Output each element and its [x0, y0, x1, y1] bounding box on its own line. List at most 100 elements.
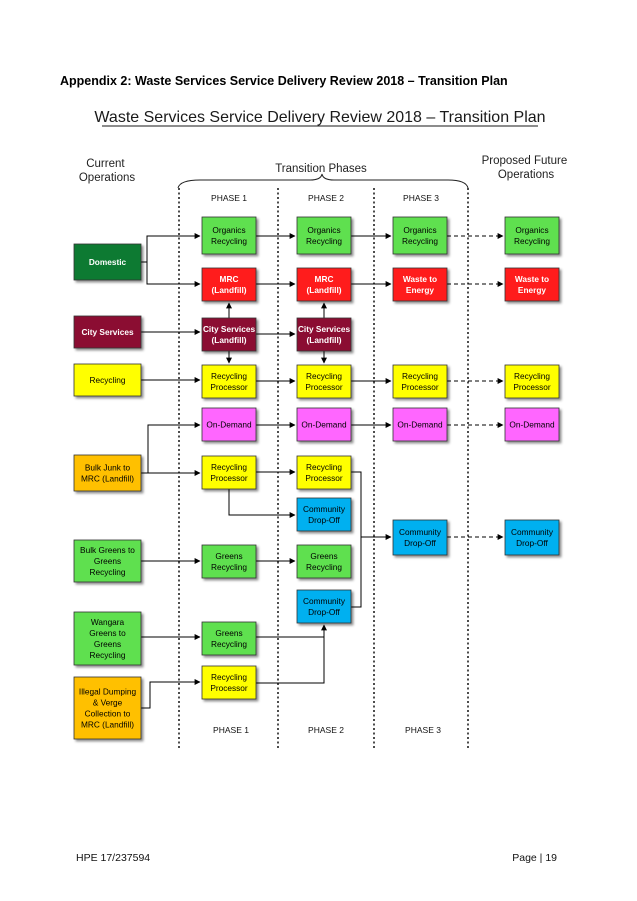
node-city: City Services	[73, 315, 142, 349]
node-label: City Services	[81, 327, 134, 337]
phase-labels-top: PHASE 1 PHASE 2 PHASE 3	[211, 193, 439, 203]
connector-line	[351, 537, 362, 608]
node-box	[296, 455, 352, 490]
phase-1-label-bottom: PHASE 1	[213, 725, 249, 735]
node-box	[201, 455, 257, 490]
node-box	[296, 267, 352, 302]
node-box	[504, 407, 560, 442]
node-box	[201, 364, 257, 399]
connector-arrow	[351, 471, 392, 540]
node-box	[201, 665, 257, 700]
node-box	[73, 676, 142, 740]
node-box	[392, 364, 448, 399]
transition-phases-label: Transition Phases	[275, 163, 367, 175]
phase-2-label-bottom: PHASE 2	[308, 725, 344, 735]
connector-arrow	[141, 679, 201, 709]
phase-2-label-top: PHASE 2	[308, 193, 344, 203]
future-operations-label: Proposed Future Operations	[482, 155, 571, 181]
node-box	[201, 267, 257, 302]
node-box	[73, 539, 142, 583]
node-label: On-Demand	[206, 420, 252, 430]
node-box	[392, 216, 448, 255]
node-box	[73, 315, 142, 349]
footer-document-id: HPE 17/237594	[76, 852, 151, 864]
node-box	[201, 407, 257, 442]
node-box	[201, 317, 257, 352]
node-box	[296, 317, 352, 352]
node-box	[73, 454, 142, 492]
node-label: MRC(Landfill)	[306, 274, 341, 295]
node-box	[296, 589, 352, 624]
node-p1-city: City Services(Landfill)	[201, 317, 257, 352]
connectors	[141, 233, 504, 709]
node-label: Domestic	[89, 257, 127, 267]
node-box	[296, 497, 352, 532]
connector-arrow	[228, 489, 296, 518]
node-p2-mrc: MRC(Landfill)	[296, 267, 352, 302]
node-box	[392, 267, 448, 302]
phase-1-label-top: PHASE 1	[211, 193, 247, 203]
node-p3-od: On-Demand	[392, 407, 448, 442]
connector-arrow	[141, 261, 201, 287]
current-operations-label: Current Operations	[79, 158, 136, 184]
footer-page-number: Page | 19	[512, 852, 557, 864]
node-box	[392, 519, 448, 556]
node-box	[73, 243, 142, 281]
node-box	[504, 519, 560, 556]
node-box	[392, 407, 448, 442]
phase-dividers	[178, 188, 469, 748]
connector-arrow	[256, 624, 327, 638]
node-box	[296, 407, 352, 442]
node-label: On-Demand	[397, 420, 443, 430]
node-label: City Services(Landfill)	[203, 324, 256, 345]
node-label: On-Demand	[301, 420, 347, 430]
node-box	[201, 216, 257, 255]
node-box	[296, 216, 352, 255]
node-box	[296, 364, 352, 399]
node-box	[73, 363, 142, 397]
node-recycling: Recycling	[73, 363, 142, 397]
transition-brace	[177, 173, 469, 189]
node-label: Recycling	[90, 375, 126, 385]
node-p1-od: On-Demand	[201, 407, 257, 442]
node-box	[73, 611, 142, 666]
node-box	[504, 267, 560, 302]
node-box	[201, 544, 257, 579]
node-box	[296, 544, 352, 579]
node-box	[201, 621, 257, 656]
